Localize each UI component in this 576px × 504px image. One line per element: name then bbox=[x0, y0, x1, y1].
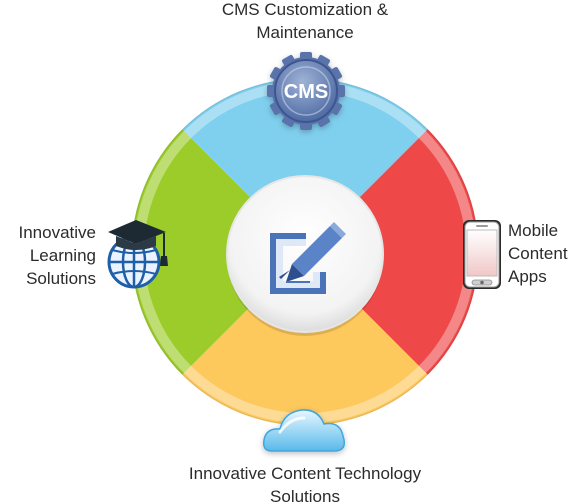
label-line: Apps bbox=[508, 267, 547, 286]
label-line: Content bbox=[508, 244, 568, 263]
gear-icon: CMS bbox=[267, 52, 345, 130]
cloud-icon bbox=[262, 409, 346, 452]
label-line: Solutions bbox=[26, 269, 96, 288]
mobile-phone-icon bbox=[463, 220, 501, 289]
segment-content-technology bbox=[182, 252, 428, 426]
label-line: Innovative Content Technology bbox=[188, 464, 422, 483]
label-cms-customization: CMS Customization & Maintenance bbox=[180, 0, 430, 44]
label-line: Learning bbox=[29, 246, 96, 265]
cms-badge-text: CMS bbox=[284, 81, 328, 103]
label-line: Maintenance bbox=[256, 23, 354, 42]
label-line: Innovative bbox=[18, 223, 97, 242]
label-line: CMS Customization & bbox=[221, 0, 389, 19]
edit-document-icon bbox=[270, 222, 346, 294]
label-innovative-learning: Innovative Learning Solutions bbox=[0, 221, 97, 290]
ring-segments bbox=[131, 78, 479, 426]
segment-mobile bbox=[305, 129, 479, 375]
segment-learning bbox=[131, 129, 305, 375]
label-mobile-content-apps: Mobile Content Apps bbox=[508, 219, 576, 288]
segment-cms bbox=[182, 78, 428, 253]
label-line: Solutions bbox=[270, 487, 340, 504]
graduation-globe-icon bbox=[107, 220, 168, 289]
label-line: Mobile bbox=[508, 221, 559, 240]
label-content-technology: Innovative Content Technology Solutions bbox=[150, 462, 460, 504]
